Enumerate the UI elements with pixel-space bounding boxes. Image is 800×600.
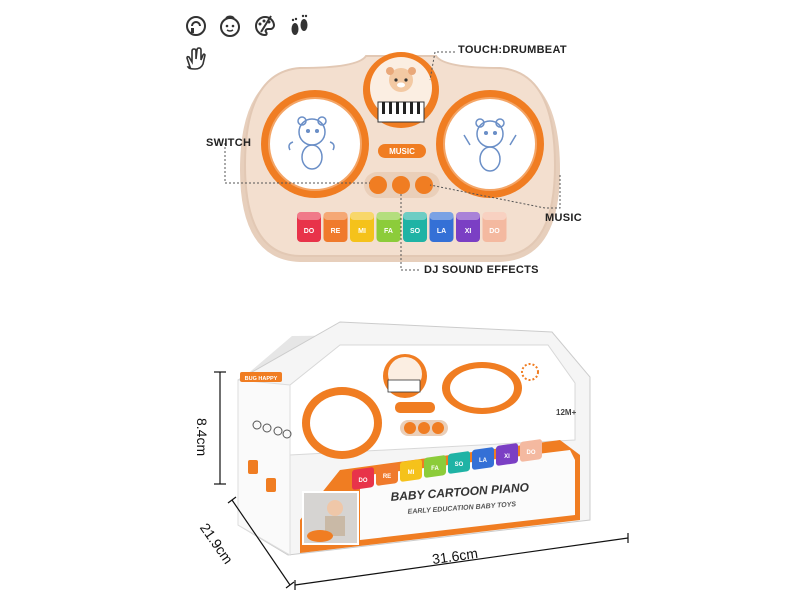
piano-key[interactable]: MI: [350, 212, 374, 242]
piano-key[interactable]: RE: [323, 212, 348, 242]
piano-key[interactable]: LA: [429, 212, 454, 242]
box-piano-key-label: MI: [408, 470, 415, 476]
piano-key-label: SO: [410, 228, 421, 235]
piano-key[interactable]: SO: [403, 212, 427, 242]
piano-key-label: FA: [384, 228, 393, 235]
box-piano-key-label: RE: [383, 474, 391, 480]
music-button-label: MUSIC: [389, 147, 415, 156]
baby-face-icon: [220, 15, 241, 37]
piano-key[interactable]: FA: [376, 212, 401, 242]
piano-key-label: XI: [465, 228, 472, 235]
bear-drawing-left: [288, 116, 335, 170]
hand-clap-icon: [186, 47, 206, 70]
piano-key[interactable]: XI: [456, 212, 480, 242]
callout-lines: [224, 51, 561, 271]
box-piano-key: DO: [352, 467, 374, 490]
piano-key-label: DO: [489, 228, 500, 235]
box-piano-key-label: LA: [479, 458, 488, 464]
box-piano-key: XI: [496, 443, 518, 466]
feature-icons-row: [182, 12, 342, 70]
bear-face-center: [386, 67, 416, 92]
piano-key-label: LA: [437, 228, 446, 235]
box-piano-key: DO: [520, 439, 542, 462]
callout-touch-drumbeat: TOUCH:DRUMBEAT: [458, 44, 567, 56]
switch-button: [369, 176, 387, 194]
callout-switch: SWITCH: [206, 137, 252, 149]
box-piano-key-label: DO: [527, 450, 536, 456]
piano-key[interactable]: DO: [482, 212, 507, 242]
baby-feet-icon: [291, 14, 308, 35]
callout-music: MUSIC: [545, 212, 582, 224]
music-mode-button: [415, 176, 433, 194]
box-piano-key: FA: [424, 455, 446, 478]
box-age-label: 12M+: [556, 408, 577, 417]
callout-dj-sound-effects: DJ SOUND EFFECTS: [424, 264, 539, 276]
box-piano-key: MI: [400, 459, 422, 482]
music-button: [378, 144, 426, 158]
paint-palette-icon: [254, 15, 275, 37]
box-piano-key: LA: [472, 447, 494, 470]
piano-key[interactable]: DO: [297, 212, 321, 242]
dj-button: [392, 176, 410, 194]
piano-key-label: MI: [358, 228, 366, 235]
piano-key-label: DO: [304, 228, 315, 235]
piano-key-label: RE: [331, 228, 341, 235]
box-piano-key-label: XI: [504, 454, 510, 460]
dimension-lines: [214, 371, 629, 590]
box-brand-tag: BUG HAPPY: [245, 376, 278, 382]
dimension-height: 8.4cm: [194, 418, 210, 457]
bear-drawing-right: [463, 118, 517, 172]
box-piano-key: SO: [448, 451, 470, 474]
box-piano-key-label: SO: [455, 462, 464, 468]
box-piano-key-label: FA: [431, 466, 439, 472]
box-piano-key-label: DO: [359, 478, 368, 484]
box-piano-key: RE: [376, 463, 398, 486]
sound-icon: [186, 16, 206, 36]
